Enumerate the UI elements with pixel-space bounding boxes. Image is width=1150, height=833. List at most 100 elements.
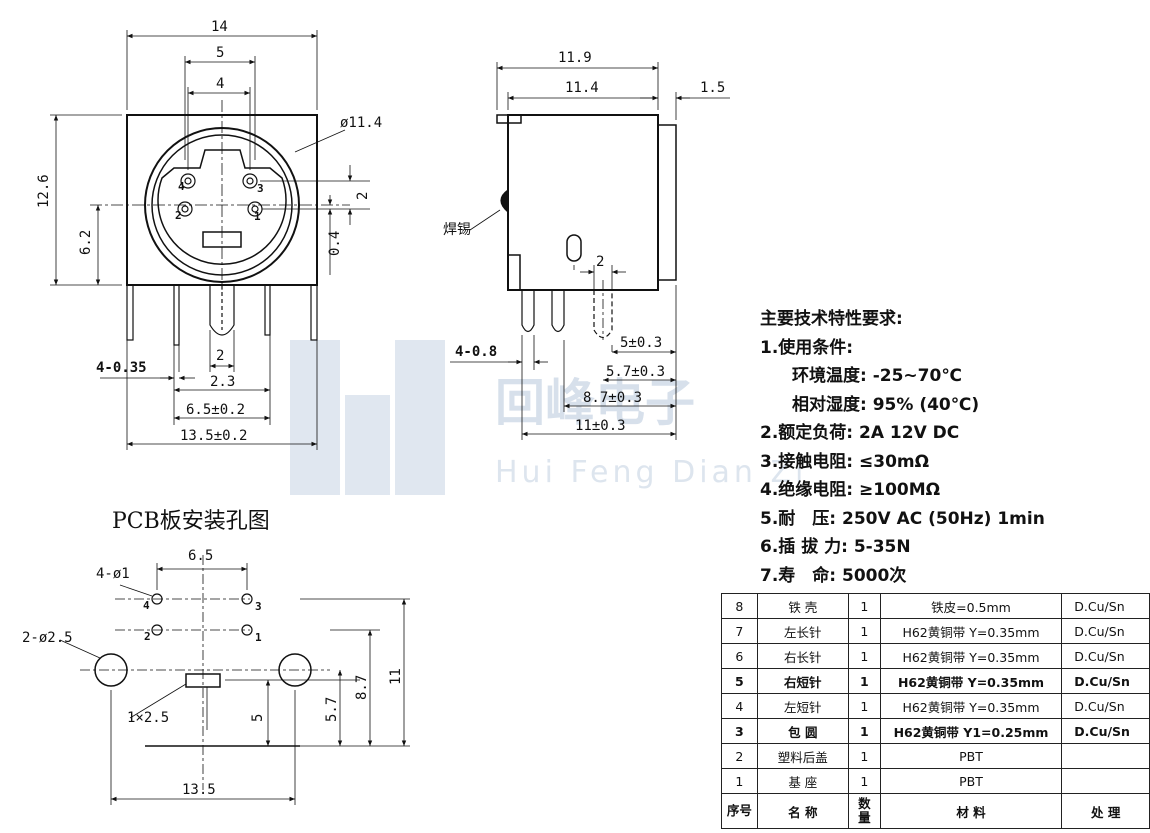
dim-5: 5 (216, 45, 224, 61)
bom-cell-no: 5 (721, 668, 758, 694)
dim-11-4: 11.4 (565, 80, 599, 96)
dim-diameter: ø11.4 (340, 115, 382, 131)
spec-item: 环境温度: -25~70℃ (792, 366, 962, 386)
side-view (450, 62, 730, 440)
bom-cell-no: 7 (721, 618, 758, 644)
bom-cell-name: 左短针 (756, 693, 849, 719)
bom-cell-name: 左长针 (756, 618, 849, 644)
bom-cell-process: D.Cu/Sn (1061, 593, 1150, 619)
bom-header-material: 材 料 (879, 793, 1063, 829)
dim-v-2: 2 (355, 192, 371, 200)
bom-cell-name: 基 座 (756, 768, 849, 794)
bom-cell-name: 右短针 (756, 668, 849, 694)
bom-cell-material: H62黄铜带 Y=0.35mm (879, 693, 1063, 719)
bom-cell-name: 铁 壳 (756, 593, 849, 619)
bom-cell-no: 6 (721, 643, 758, 669)
pcb-hole-small: 4-ø1 (96, 566, 130, 582)
spec-item: 5.耐 压: 250V AC (50Hz) 1min (760, 508, 1045, 529)
dim-14: 14 (211, 19, 228, 35)
bom-header-qty: 数量 (847, 793, 881, 829)
pin-label-4: 4 (178, 180, 185, 193)
bom-cell-qty: 1 (847, 693, 881, 719)
pcb-view (59, 555, 410, 805)
dim-11-0-3: 11±0.3 (575, 418, 626, 434)
dim-0-4: 0.4 (327, 231, 343, 256)
watermark-en: Hui Feng Dian Zi (495, 455, 807, 490)
bom-cell-qty: 1 (847, 668, 881, 694)
dim-2-3: 2.3 (210, 374, 235, 390)
dim-8-7-0-3: 8.7±0.3 (583, 390, 642, 406)
bom-cell-no: 3 (721, 718, 758, 744)
bom-cell-qty: 1 (847, 618, 881, 644)
pcb-slot: 1×2.5 (127, 710, 169, 726)
bom-cell-process: D.Cu/Sn (1061, 643, 1150, 669)
pin-label-3: 3 (257, 182, 264, 195)
watermark: 回峰电子 Hui Feng Dian Zi (290, 340, 807, 495)
dim-5-7-0-3: 5.7±0.3 (606, 364, 665, 380)
pcb-pin-3: 3 (255, 600, 262, 613)
pin-label-2: 2 (175, 209, 182, 222)
spec-item: 4.绝缘电阻: ≥100MΩ (760, 480, 941, 500)
pcb-pin-2: 2 (144, 630, 151, 643)
bom-cell-no: 4 (721, 693, 758, 719)
bom-cell-name: 塑料后盖 (756, 743, 849, 769)
bom-cell-material: H62黄铜带 Y=0.35mm (879, 643, 1063, 669)
pcb-pin-4: 4 (143, 599, 150, 612)
spec-item: 2.额定负荷: 2A 12V DC (760, 423, 960, 443)
technical-specs: 主要技术特性要求: 1.使用条件: 环境温度: -25~70℃ 相对湿度: 95… (760, 305, 1045, 590)
bom-cell-material: H62黄铜带 Y=0.35mm (879, 618, 1063, 644)
pcb-pin-1: 1 (255, 631, 262, 644)
bom-cell-qty: 1 (847, 643, 881, 669)
dim-pin-2: 2 (216, 348, 224, 364)
bom-cell-material: PBT (879, 743, 1063, 769)
spec-item: 相对湿度: 95% (40℃) (792, 394, 980, 415)
dim-pin-0-8: 4-0.8 (455, 344, 497, 360)
pcb-v-11: 11 (388, 668, 404, 685)
bom-cell-no: 1 (721, 768, 758, 794)
bom-cell-process: D.Cu/Sn (1061, 693, 1150, 719)
dim-5-0-3: 5±0.3 (620, 335, 662, 351)
dim-6-2: 6.2 (78, 230, 94, 255)
bom-header-no: 序号 (721, 793, 758, 829)
bom-header-process: 处 理 (1061, 793, 1150, 829)
pcb-v-8-7: 8.7 (354, 675, 370, 700)
bom-cell-qty: 1 (847, 768, 881, 794)
dim-6-5: 6.5±0.2 (186, 402, 245, 418)
bom-cell-qty: 1 (847, 743, 881, 769)
dim-11-9: 11.9 (558, 50, 592, 66)
bom-cell-process (1061, 768, 1150, 794)
pcb-hole-big: 2-ø2.5 (22, 630, 73, 646)
spec-item: 1.使用条件: (760, 337, 854, 358)
pcb-width: 13.5 (182, 782, 216, 798)
bom-cell-qty: 1 (847, 718, 881, 744)
pcb-v-5: 5 (250, 714, 266, 722)
bom-cell-process (1061, 743, 1150, 769)
bom-cell-material: PBT (879, 768, 1063, 794)
specs-title: 主要技术特性要求: (760, 309, 903, 329)
dim-13-5: 13.5±0.2 (180, 428, 247, 444)
pcb-v-5-7: 5.7 (324, 697, 340, 722)
spec-item: 7.寿 命: 5000次 (760, 565, 907, 586)
watermark-cn: 回峰电子 (495, 374, 695, 432)
bom-cell-no: 8 (721, 593, 758, 619)
dim-12-6: 12.6 (36, 174, 52, 208)
bom-cell-name: 包 圆 (756, 718, 849, 744)
bom-cell-material: H62黄铜带 Y=0.35mm (879, 668, 1063, 694)
bom-header-name: 名 称 (756, 793, 849, 829)
pcb-title: PCB板安装孔图 (112, 509, 270, 534)
bom-cell-process: D.Cu/Sn (1061, 718, 1150, 744)
dim-gap-2: 2 (596, 254, 604, 270)
bom-cell-name: 右长针 (756, 643, 849, 669)
bom-cell-material: H62黄铜带 Y1=0.25mm (879, 718, 1063, 744)
solder-label: 焊锡 (443, 222, 471, 238)
dim-pin-dia: 4-0.35 (96, 360, 147, 376)
spec-item: 6.插 拔 力: 5-35N (760, 537, 911, 557)
